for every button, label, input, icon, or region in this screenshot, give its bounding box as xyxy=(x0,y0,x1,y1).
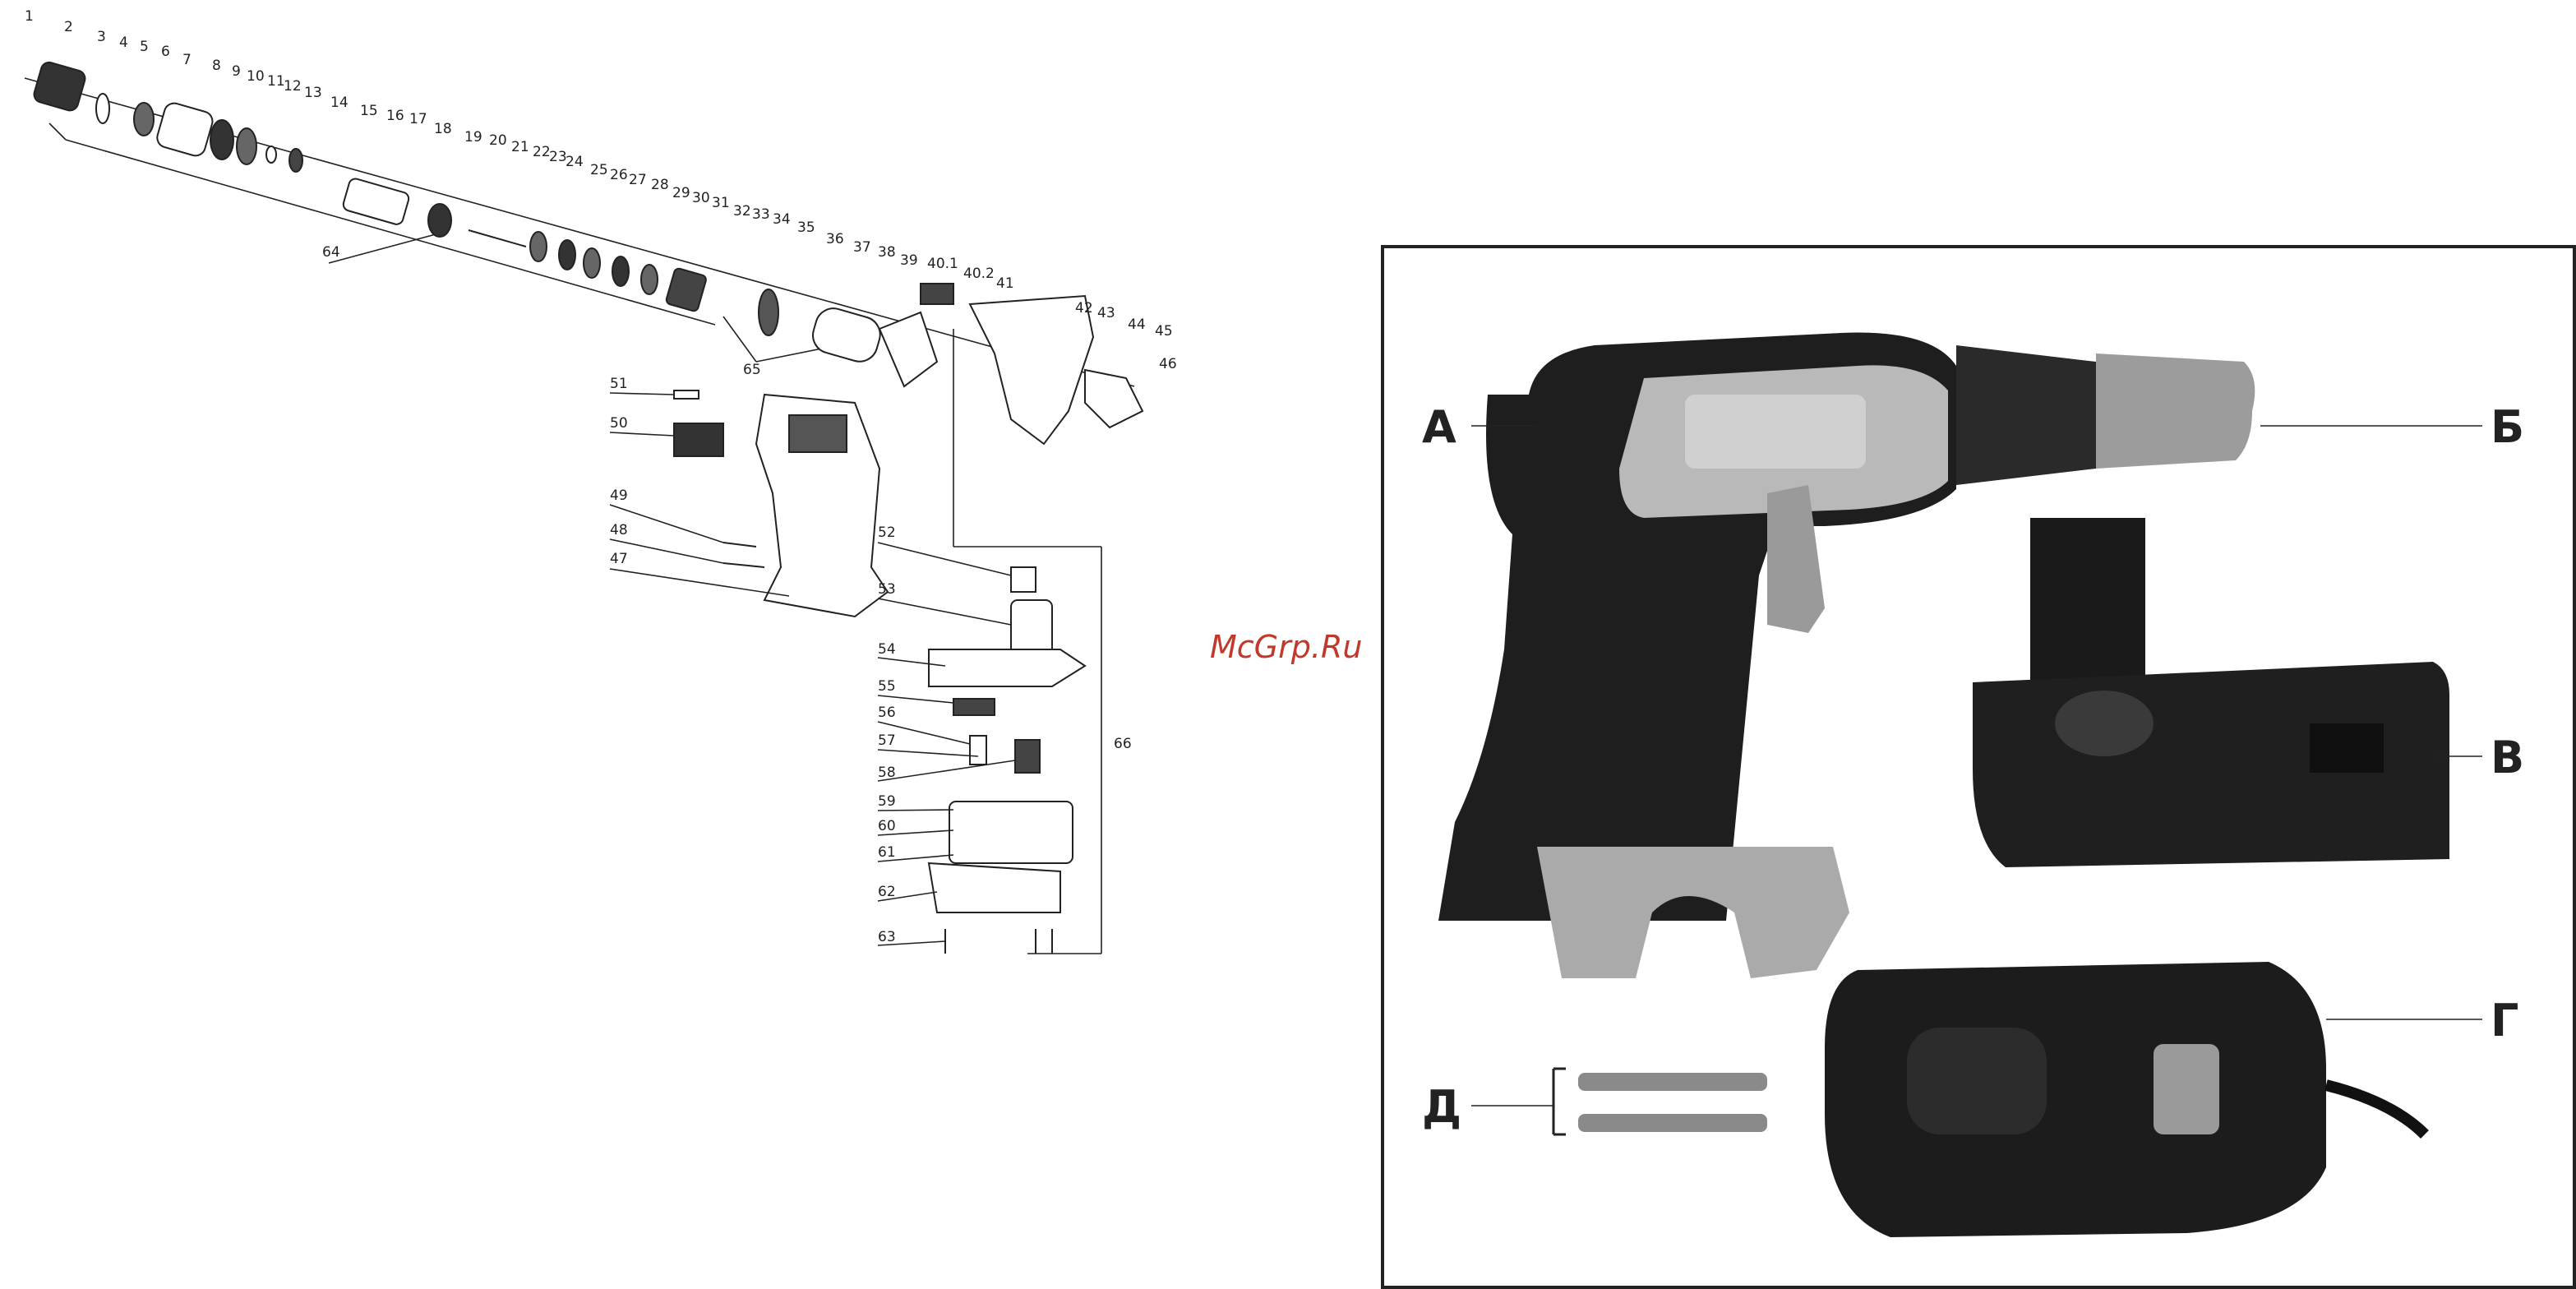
part-label: 34 xyxy=(773,211,791,228)
part-label: 5 xyxy=(140,39,149,55)
callout-v: В xyxy=(2491,732,2524,783)
part-label: 35 xyxy=(797,219,815,236)
part-label: 1 xyxy=(25,8,34,25)
part-label: 48 xyxy=(610,522,628,538)
part-label: 2 xyxy=(64,19,73,35)
part-label: 23 xyxy=(549,149,567,165)
part-label: 27 xyxy=(629,172,647,188)
part-label: 49 xyxy=(610,487,628,504)
watermark: McGrp.Ru xyxy=(1210,629,1362,665)
part-label: 33 xyxy=(752,206,770,223)
part-label: 12 xyxy=(284,78,302,95)
part-label: 31 xyxy=(712,195,730,211)
part-label: 3 xyxy=(97,29,106,45)
callout-d: Д xyxy=(1422,1081,1461,1133)
exploded-drawing xyxy=(25,61,1143,954)
callout-b: Б xyxy=(2491,401,2524,453)
part-label: 15 xyxy=(360,103,378,119)
part-label: 26 xyxy=(610,167,628,183)
part-label: 4 xyxy=(119,35,128,51)
part-label: 40.2 xyxy=(963,266,995,282)
part-label: 40.1 xyxy=(927,256,958,272)
part-label: 55 xyxy=(878,678,896,695)
callout-g: Г xyxy=(2491,995,2518,1046)
part-label: 22 xyxy=(533,144,551,160)
part-label: 37 xyxy=(853,239,871,256)
part-label: 54 xyxy=(878,641,896,658)
part-label: 24 xyxy=(566,154,584,170)
part-label: 13 xyxy=(304,85,322,101)
part-label: 65 xyxy=(743,362,761,378)
part-label: 50 xyxy=(610,415,628,432)
part-label: 57 xyxy=(878,732,896,749)
part-label: 61 xyxy=(878,844,896,861)
part-label: 46 xyxy=(1159,356,1177,372)
part-label: 36 xyxy=(826,231,844,247)
part-label: 8 xyxy=(212,58,221,74)
part-label: 63 xyxy=(878,929,896,945)
part-label: 17 xyxy=(409,111,427,127)
part-label: 47 xyxy=(610,551,628,567)
part-label: 59 xyxy=(878,793,896,810)
callout-a: А xyxy=(1422,401,1457,453)
part-label: 62 xyxy=(878,884,896,900)
part-label: 28 xyxy=(651,177,669,193)
part-label: 43 xyxy=(1097,305,1115,321)
part-label: 42 xyxy=(1075,300,1093,316)
part-label: 11 xyxy=(267,73,285,90)
part-label: 53 xyxy=(878,581,896,598)
part-label: 56 xyxy=(878,705,896,721)
part-label: 21 xyxy=(511,139,529,155)
part-label: 18 xyxy=(434,121,452,137)
part-label: 29 xyxy=(672,185,690,201)
part-label: 16 xyxy=(386,108,404,124)
part-label: 7 xyxy=(182,52,192,68)
part-label: 10 xyxy=(247,68,265,85)
part-label: 38 xyxy=(878,244,896,261)
part-label: 45 xyxy=(1155,323,1173,340)
part-label: 32 xyxy=(733,203,751,219)
part-label: 52 xyxy=(878,524,896,541)
part-label: 51 xyxy=(610,376,628,392)
part-label: 14 xyxy=(330,95,349,111)
part-label: 39 xyxy=(900,252,918,269)
part-label: 9 xyxy=(232,63,241,80)
part-label: 60 xyxy=(878,818,896,834)
part-label: 6 xyxy=(161,44,170,60)
part-label: 64 xyxy=(322,244,340,261)
part-label: 66 xyxy=(1114,736,1132,752)
photo-panel: А Б В Г Д xyxy=(1383,247,2574,1287)
part-label: 25 xyxy=(590,162,608,178)
part-label: 30 xyxy=(692,190,710,206)
part-label: 19 xyxy=(464,129,482,146)
part-label: 41 xyxy=(996,275,1014,292)
part-label: 20 xyxy=(489,132,507,149)
part-label: 44 xyxy=(1128,316,1146,333)
